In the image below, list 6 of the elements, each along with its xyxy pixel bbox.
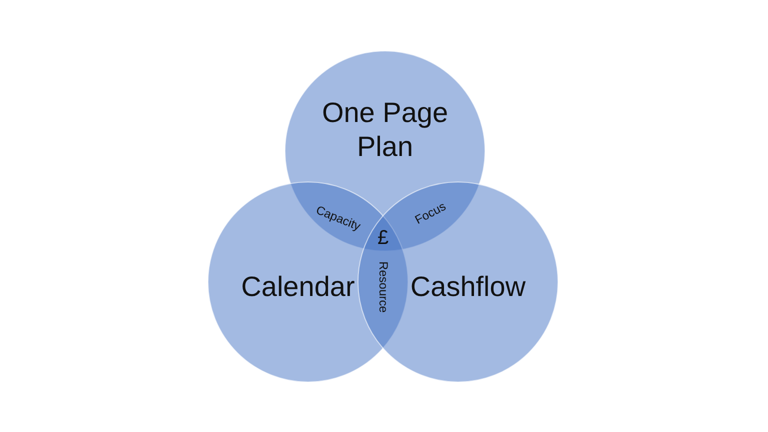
circle-label: Cashflow	[409, 270, 527, 304]
circle-label: One Page Plan	[320, 96, 450, 164]
overlap-label: Focus	[412, 199, 448, 227]
overlap-label: Resource	[376, 261, 390, 313]
circle-label: Calendar	[240, 270, 356, 304]
overlap-label: £	[378, 226, 389, 250]
